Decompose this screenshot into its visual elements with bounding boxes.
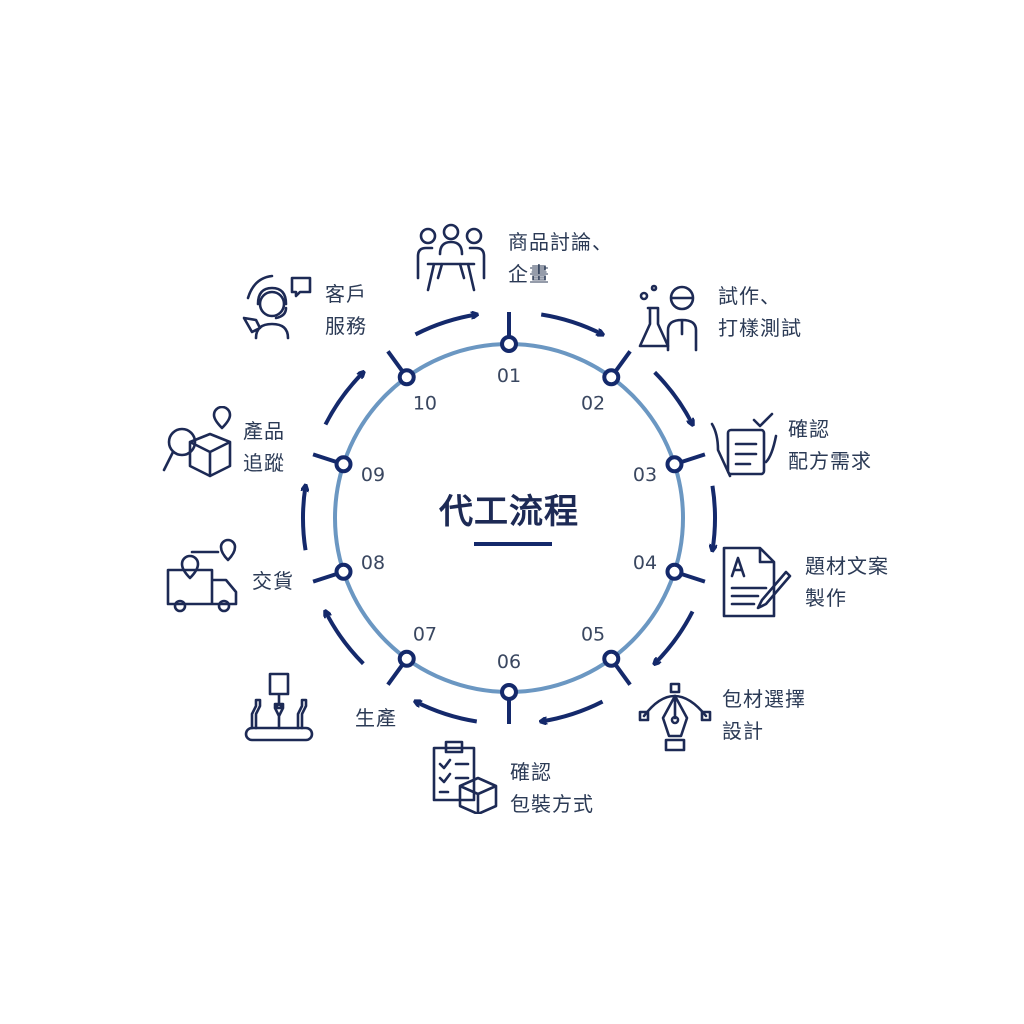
diagram-title: 代工流程 bbox=[439, 492, 579, 532]
step-label-line: 確認 bbox=[510, 760, 552, 784]
step-label-line: 商品討論、 bbox=[508, 230, 613, 254]
step-label-line: 客戶 bbox=[325, 282, 367, 306]
flow-arrow bbox=[712, 485, 715, 550]
delivery-truck-icon bbox=[162, 536, 240, 614]
node-dot bbox=[500, 335, 518, 353]
step-node-06: 06 bbox=[497, 651, 521, 724]
step-node-10: 10 bbox=[386, 350, 437, 414]
document-pen-icon bbox=[716, 542, 794, 620]
flow-arrow bbox=[323, 372, 363, 426]
customer-service-icon bbox=[234, 268, 312, 346]
step-node-05: 05 bbox=[581, 624, 632, 686]
step-label-line: 製作 bbox=[805, 586, 847, 610]
step-label-line: 確認 bbox=[788, 417, 830, 441]
step-label-06: 確認包裝方式 bbox=[510, 756, 594, 820]
checklist-hand-icon bbox=[706, 406, 784, 484]
step-label-line: 企畫 bbox=[508, 262, 550, 286]
step-label-line: 產品 bbox=[243, 419, 285, 443]
flow-arrow bbox=[653, 370, 693, 424]
flow-arrow bbox=[540, 312, 602, 335]
node-dot bbox=[602, 649, 621, 668]
step-number: 01 bbox=[497, 365, 521, 387]
flow-arrow bbox=[303, 486, 306, 551]
step-number: 09 bbox=[361, 464, 385, 486]
node-dot bbox=[602, 368, 621, 387]
flow-arrow bbox=[325, 612, 365, 666]
node-dot bbox=[665, 562, 684, 581]
step-node-03: 03 bbox=[633, 452, 706, 486]
production-line-icon bbox=[240, 668, 318, 746]
step-node-04: 04 bbox=[633, 552, 706, 584]
step-node-08: 08 bbox=[312, 552, 385, 584]
step-node-09: 09 bbox=[312, 452, 385, 486]
step-label-line: 追蹤 bbox=[243, 451, 285, 475]
node-dot bbox=[500, 683, 518, 701]
step-label-line: 試作、 bbox=[718, 284, 781, 308]
step-label-line: 生產 bbox=[355, 706, 397, 730]
clipboard-box-icon bbox=[424, 736, 502, 816]
step-node-07: 07 bbox=[386, 624, 437, 686]
step-label-line: 配方需求 bbox=[788, 449, 872, 473]
title-underline bbox=[474, 542, 552, 546]
step-label-line: 包材選擇 bbox=[722, 687, 806, 711]
step-number: 02 bbox=[581, 392, 605, 414]
step-label-line: 交貨 bbox=[252, 569, 294, 593]
step-number: 04 bbox=[633, 552, 657, 574]
step-number: 10 bbox=[413, 392, 437, 414]
step-label-line: 服務 bbox=[325, 314, 367, 338]
node-dot bbox=[334, 562, 353, 581]
step-number: 06 bbox=[497, 651, 521, 673]
flow-arrow bbox=[541, 699, 604, 722]
meeting-icon bbox=[412, 218, 490, 296]
step-number: 08 bbox=[361, 552, 385, 574]
step-node-02: 02 bbox=[581, 350, 632, 414]
step-label-03: 確認配方需求 bbox=[788, 413, 872, 477]
step-node-01: 01 bbox=[497, 312, 521, 387]
package-tracking-icon bbox=[160, 405, 238, 484]
node-dot bbox=[665, 455, 684, 474]
step-number: 05 bbox=[581, 624, 605, 646]
node-dot bbox=[334, 455, 353, 474]
step-label-line: 打樣測試 bbox=[718, 316, 802, 340]
step-number: 03 bbox=[633, 464, 657, 486]
step-label-10: 客戶服務 bbox=[325, 278, 367, 342]
step-label-02: 試作、打樣測試 bbox=[718, 280, 802, 344]
pen-tool-icon bbox=[636, 676, 714, 754]
step-label-08: 交貨 bbox=[252, 565, 294, 597]
flow-arrow bbox=[415, 702, 478, 724]
step-label-line: 包裝方式 bbox=[510, 792, 594, 816]
step-label-09: 產品追蹤 bbox=[243, 415, 285, 479]
step-number: 07 bbox=[413, 624, 437, 646]
step-label-line: 設計 bbox=[722, 719, 764, 743]
node-dot bbox=[397, 649, 416, 668]
flow-arrow bbox=[655, 610, 695, 664]
step-label-line: 題材文案 bbox=[805, 554, 889, 578]
step-label-04: 題材文案製作 bbox=[805, 550, 889, 614]
step-label-05: 包材選擇設計 bbox=[722, 683, 806, 747]
scientist-icon bbox=[632, 278, 710, 356]
node-dot bbox=[397, 368, 416, 387]
step-label-07: 生產 bbox=[355, 702, 397, 734]
step-label-01: 商品討論、企畫 bbox=[508, 226, 613, 290]
flow-arrow bbox=[414, 315, 476, 337]
